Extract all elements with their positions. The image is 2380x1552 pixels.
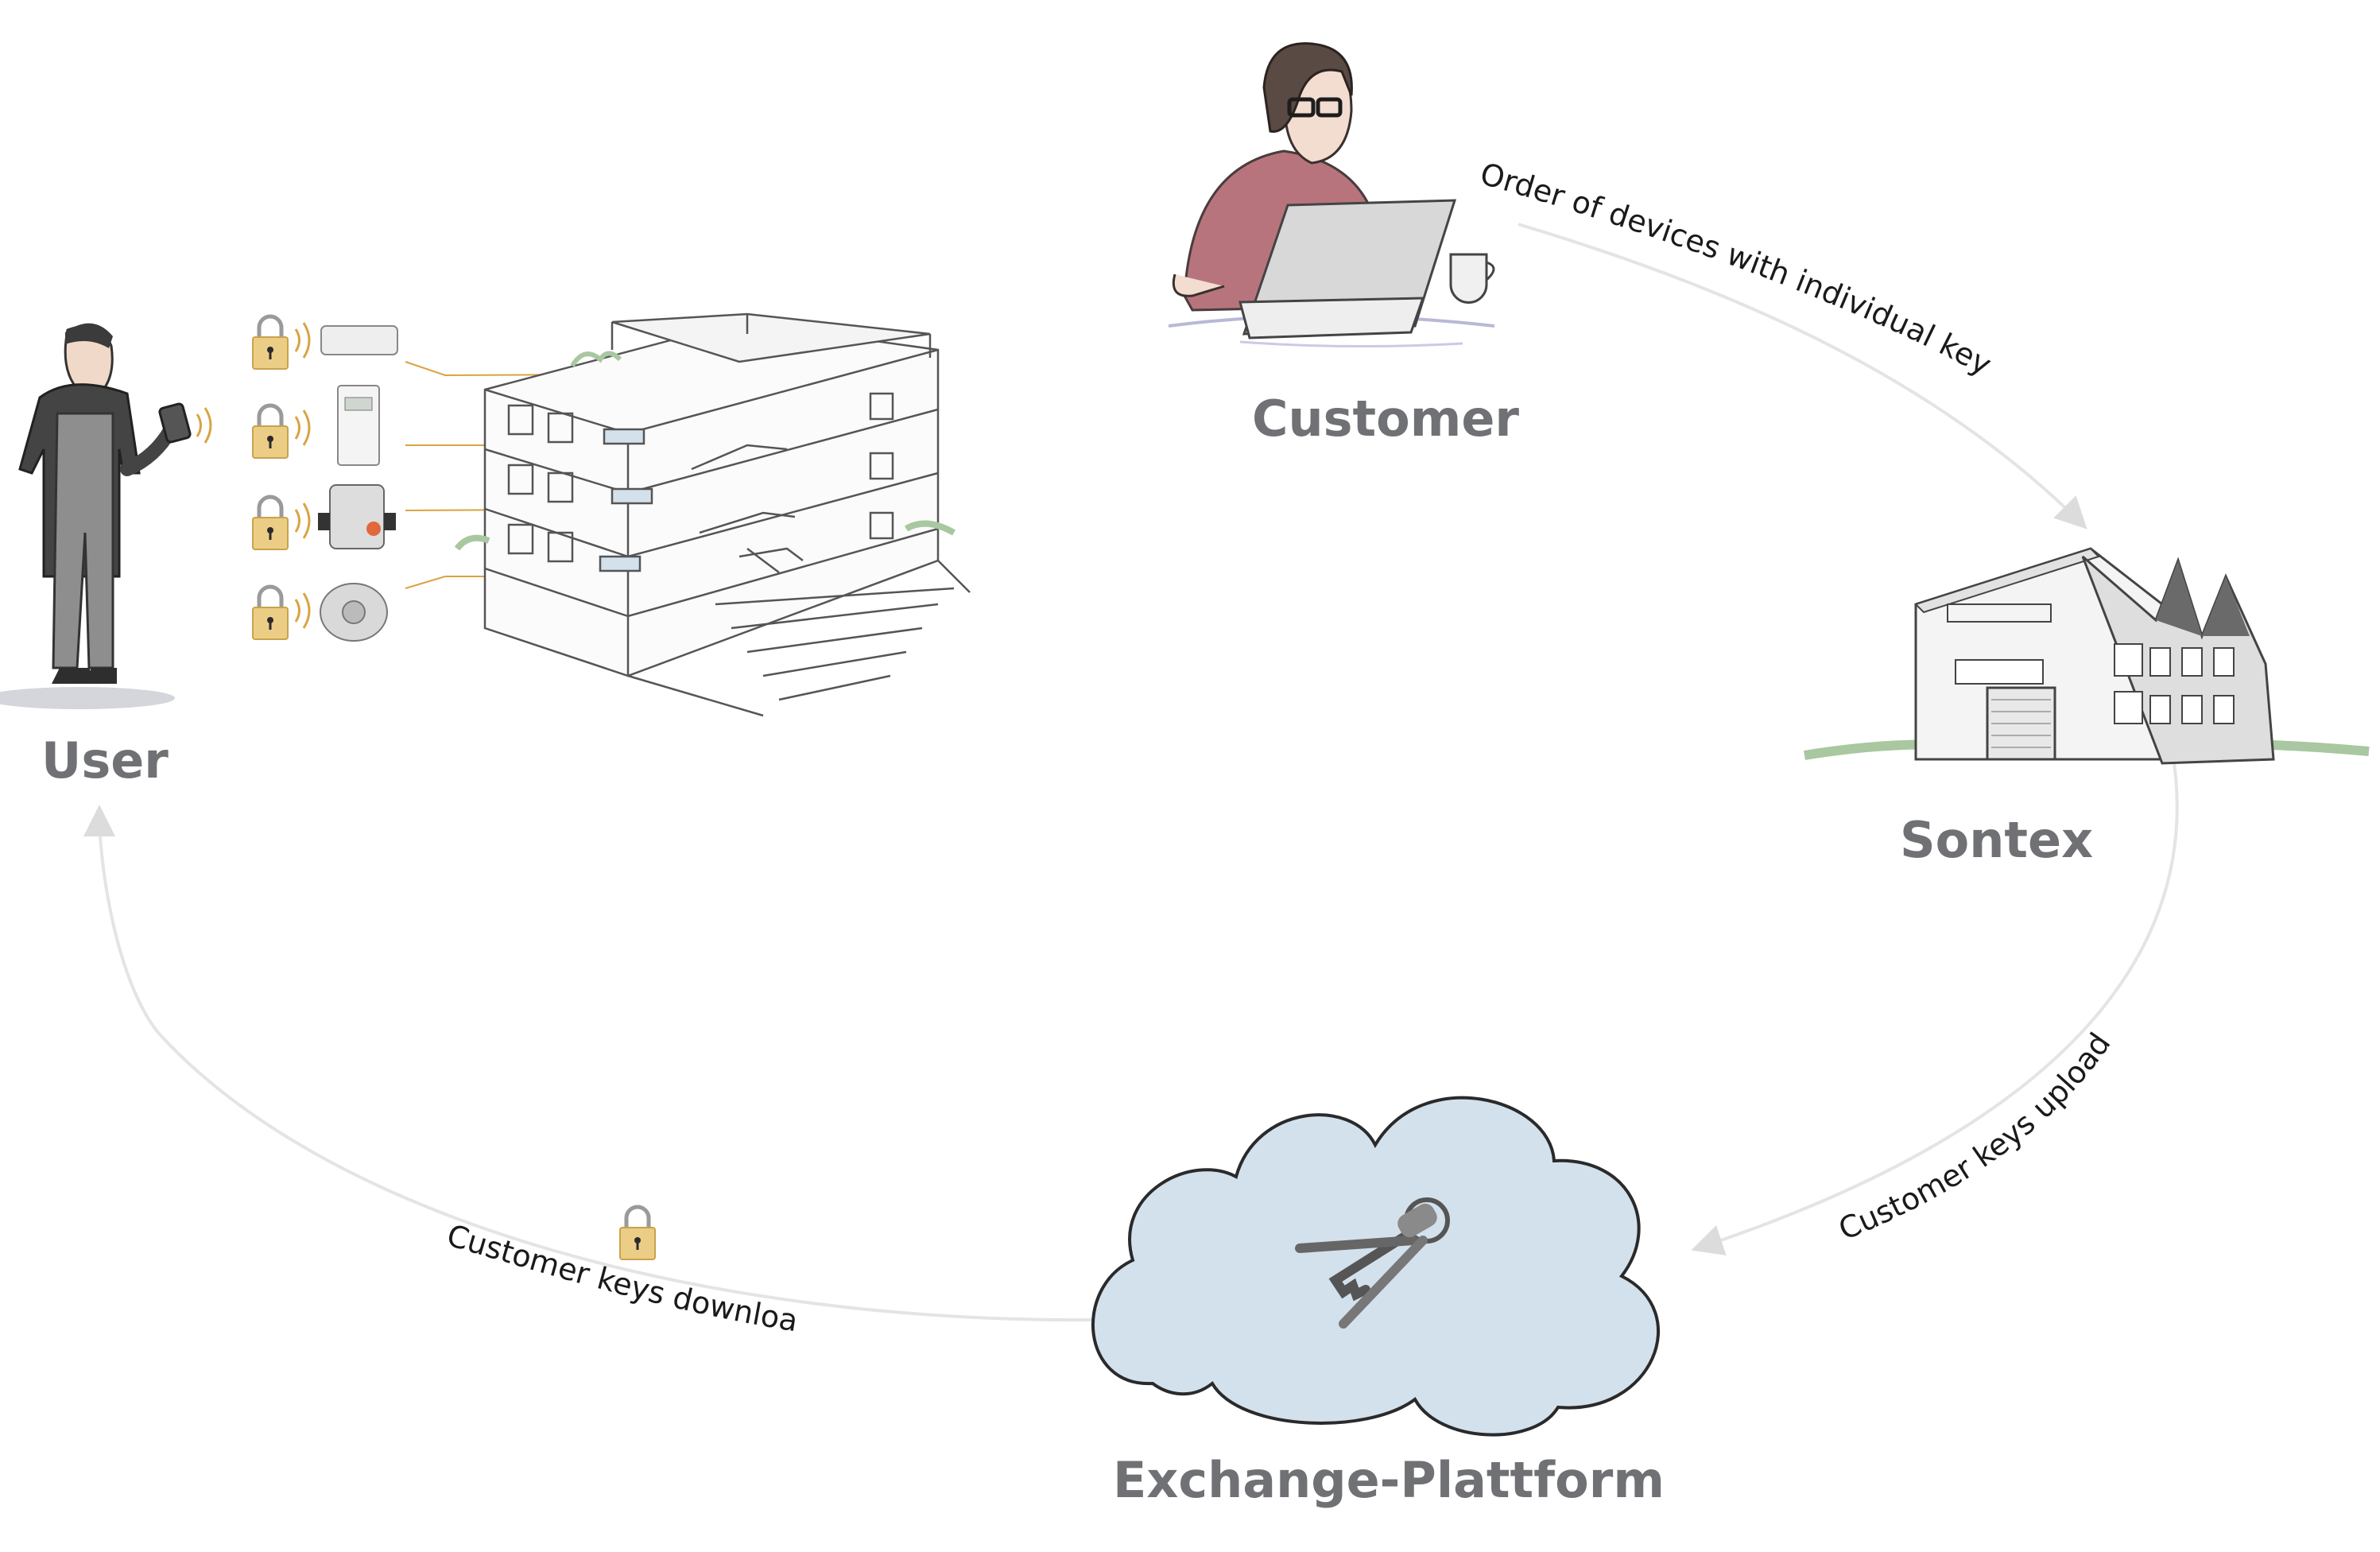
wireless-signal-icon <box>294 592 311 630</box>
svg-text:Customer keys download: Customer keys download <box>0 0 800 1338</box>
keys-icon <box>1295 1197 1450 1329</box>
exchange-cloud <box>1091 1096 1660 1437</box>
building-sketch <box>454 312 971 717</box>
exchange-plattform-label: Exchange-Plattform <box>1113 1451 1665 1509</box>
wireless-signal-icon <box>294 321 311 359</box>
padlock-icon <box>253 405 288 458</box>
svg-text:Order of devices with individu: Order of devices with individual keys <box>0 0 1998 382</box>
wireless-signal-icon <box>294 409 311 447</box>
arrow-order <box>1518 223 2087 530</box>
flow-label-upload: Customer keys upload <box>1834 1026 2118 1247</box>
customer-illustration <box>1168 42 1495 348</box>
padlock-icon <box>253 316 288 369</box>
device-column <box>253 316 748 642</box>
flow-label-order: Order of devices with individual keys <box>0 0 1998 382</box>
flow-label-download: Customer keys download <box>0 0 800 1338</box>
arrow-upload <box>1691 762 2179 1255</box>
user-technician <box>0 323 212 709</box>
sontex-label: Sontex <box>1900 811 2094 869</box>
wireless-signal-icon <box>294 502 311 540</box>
padlock-icon <box>253 587 288 639</box>
sontex-factory <box>1804 547 2370 765</box>
svg-text:Customer keys upload: Customer keys upload <box>1834 1026 2118 1247</box>
user-label: User <box>41 731 169 790</box>
padlock-icon <box>620 1207 655 1259</box>
padlock-icon <box>253 497 288 549</box>
arrow-download <box>83 805 1102 1322</box>
customer-label: Customer <box>1252 390 1520 448</box>
